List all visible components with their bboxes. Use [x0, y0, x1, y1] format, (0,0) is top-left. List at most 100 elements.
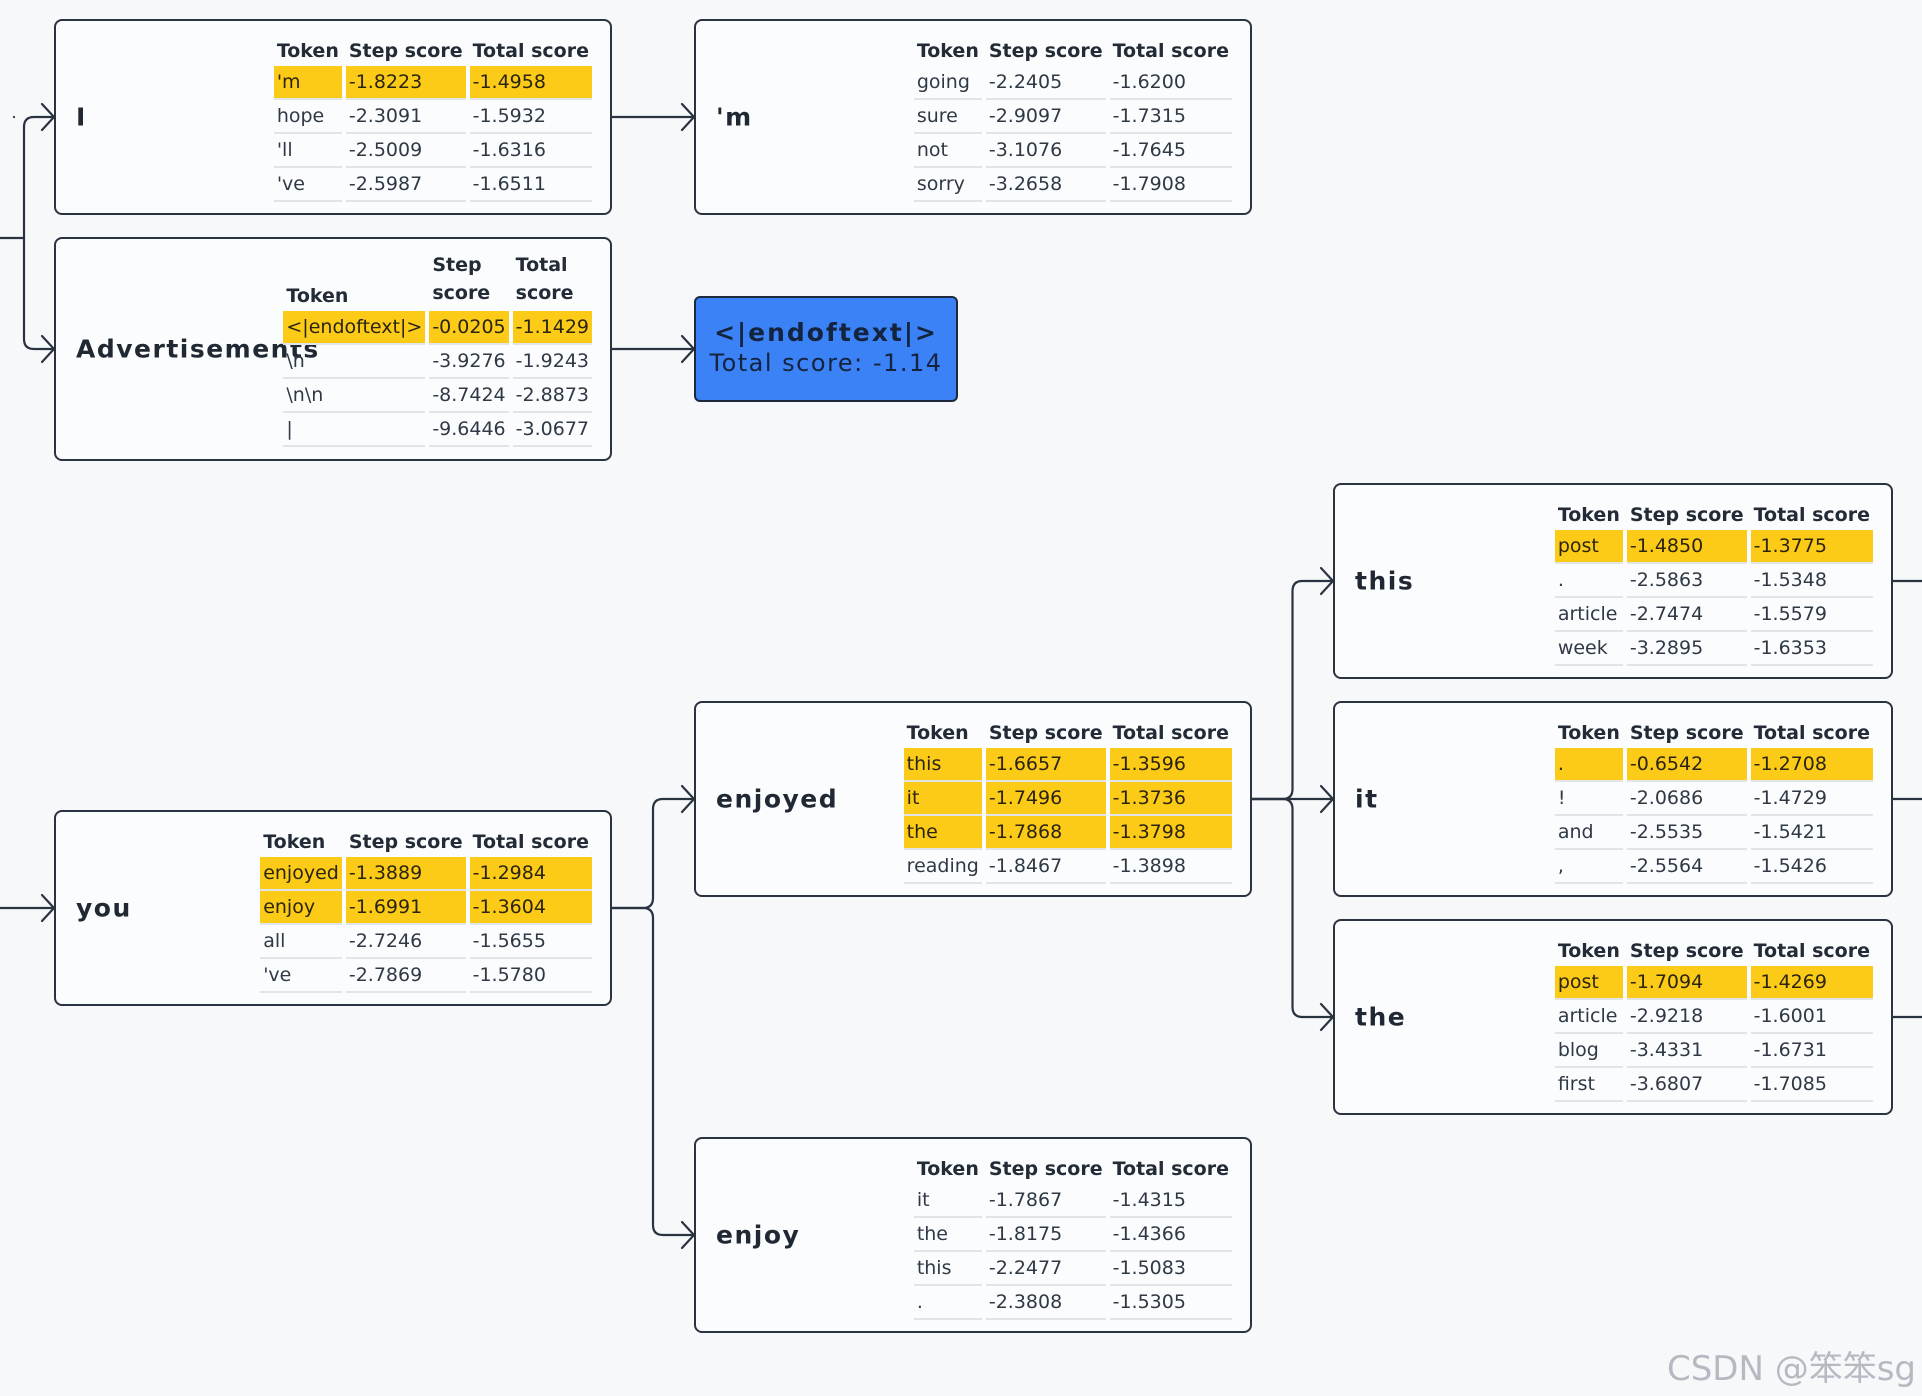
node-label: enjoy — [716, 1220, 801, 1250]
cell-token: article — [1554, 1000, 1623, 1034]
cell-step: -2.9097 — [985, 100, 1106, 134]
table-row: .-2.5863-1.5348 — [1554, 564, 1873, 598]
table-row: 've-2.7869-1.5780 — [260, 959, 592, 993]
edge-root-to-advertisements — [22, 125, 56, 351]
cell-token: . — [913, 1286, 982, 1320]
cell-step: -3.6807 — [1626, 1068, 1747, 1102]
cell-token: all — [260, 925, 342, 959]
cell-total: -1.2984 — [469, 857, 592, 891]
cell-token: going — [913, 66, 982, 100]
cell-token: first — [1554, 1068, 1623, 1102]
cell-step: -1.8175 — [985, 1218, 1106, 1252]
cell-token: week — [1554, 632, 1623, 666]
column-header-step: Step score — [1629, 940, 1744, 962]
table-row: and-2.5535-1.5421 — [1554, 816, 1873, 850]
cell-step: -3.9276 — [429, 345, 509, 379]
edge-enjoyed-to-the — [1250, 797, 1335, 1019]
cell-token: enjoyed — [260, 857, 342, 891]
table-row: blog-3.4331-1.6731 — [1554, 1034, 1873, 1068]
column-header-total: Total score — [1753, 722, 1870, 744]
cell-step: -3.2895 — [1626, 632, 1747, 666]
cell-token: the — [913, 1218, 982, 1252]
cell-token: , — [1554, 850, 1623, 884]
cell-step: -2.5009 — [345, 134, 466, 168]
node-label: you — [76, 893, 132, 923]
node-label: the — [1355, 1002, 1407, 1032]
table-row: sure-2.9097-1.7315 — [913, 100, 1232, 134]
table-row: !-2.0686-1.4729 — [1554, 782, 1873, 816]
column-header-step: Step score — [1629, 504, 1744, 526]
cell-total: -1.5579 — [1750, 598, 1873, 632]
table-row: enjoy-1.6991-1.3604 — [260, 891, 592, 925]
cell-token: not — [913, 134, 982, 168]
column-header-token: Token — [286, 285, 349, 307]
table-row: ,-2.5564-1.5426 — [1554, 850, 1873, 884]
cell-token: ! — [1554, 782, 1623, 816]
table-row: this-2.2477-1.5083 — [913, 1252, 1232, 1286]
table-row: post-1.4850-1.3775 — [1554, 530, 1873, 564]
cell-step: -2.2477 — [985, 1252, 1106, 1286]
cell-step: -3.2658 — [985, 168, 1106, 202]
cell-step: -1.7868 — [985, 816, 1106, 850]
cell-step: -9.6446 — [429, 413, 509, 447]
table-row: 'm-1.8223-1.4958 — [273, 66, 592, 100]
table-row: hope-2.3091-1.5932 — [273, 100, 592, 134]
cell-total: -1.5780 — [469, 959, 592, 993]
cell-token: post — [1554, 966, 1623, 1000]
cell-token: <|endoftext|> — [283, 311, 426, 345]
column-header-step: Step score — [348, 40, 463, 62]
cell-token: blog — [1554, 1034, 1623, 1068]
cell-token: post — [1554, 530, 1623, 564]
cell-total: -1.4366 — [1109, 1218, 1232, 1252]
column-header-step: Step score — [988, 1158, 1103, 1180]
cell-step: -2.9218 — [1626, 1000, 1747, 1034]
table-row: .-2.3808-1.5305 — [913, 1286, 1232, 1320]
final-score: Total score: -1.14 — [709, 349, 943, 377]
cell-token: . — [1554, 748, 1623, 782]
cell-total: -1.4315 — [1109, 1184, 1232, 1218]
table-row: the-1.7868-1.3798 — [903, 816, 1232, 850]
cell-total: -1.2708 — [1750, 748, 1873, 782]
cell-total: -1.6353 — [1750, 632, 1873, 666]
cell-total: -1.5421 — [1750, 816, 1873, 850]
cell-total: -1.3596 — [1109, 748, 1232, 782]
cell-step: -2.5535 — [1626, 816, 1747, 850]
cell-total: -1.6200 — [1109, 66, 1232, 100]
table-row: enjoyed-1.3889-1.2984 — [260, 857, 592, 891]
node-label: enjoyed — [716, 784, 839, 814]
cell-token: hope — [273, 100, 342, 134]
cell-token: the — [903, 816, 982, 850]
watermark: CSDN @笨笨sg — [1666, 1349, 1916, 1389]
cell-total: -1.6511 — [469, 168, 592, 202]
cell-total: -1.7908 — [1109, 168, 1232, 202]
node-label: I — [76, 102, 87, 132]
cell-total: -1.5932 — [469, 100, 592, 134]
column-header-total: Total score — [1112, 1158, 1229, 1180]
cell-token: reading — [903, 850, 982, 884]
column-header-step: Step score — [988, 722, 1103, 744]
cell-total: -1.3604 — [469, 891, 592, 925]
node-label: Advertisements — [76, 334, 320, 364]
column-header-total: Total score — [1753, 504, 1870, 526]
cell-step: -2.2405 — [985, 66, 1106, 100]
cell-total: -1.1429 — [512, 311, 592, 345]
cell-step: -2.7246 — [345, 925, 466, 959]
